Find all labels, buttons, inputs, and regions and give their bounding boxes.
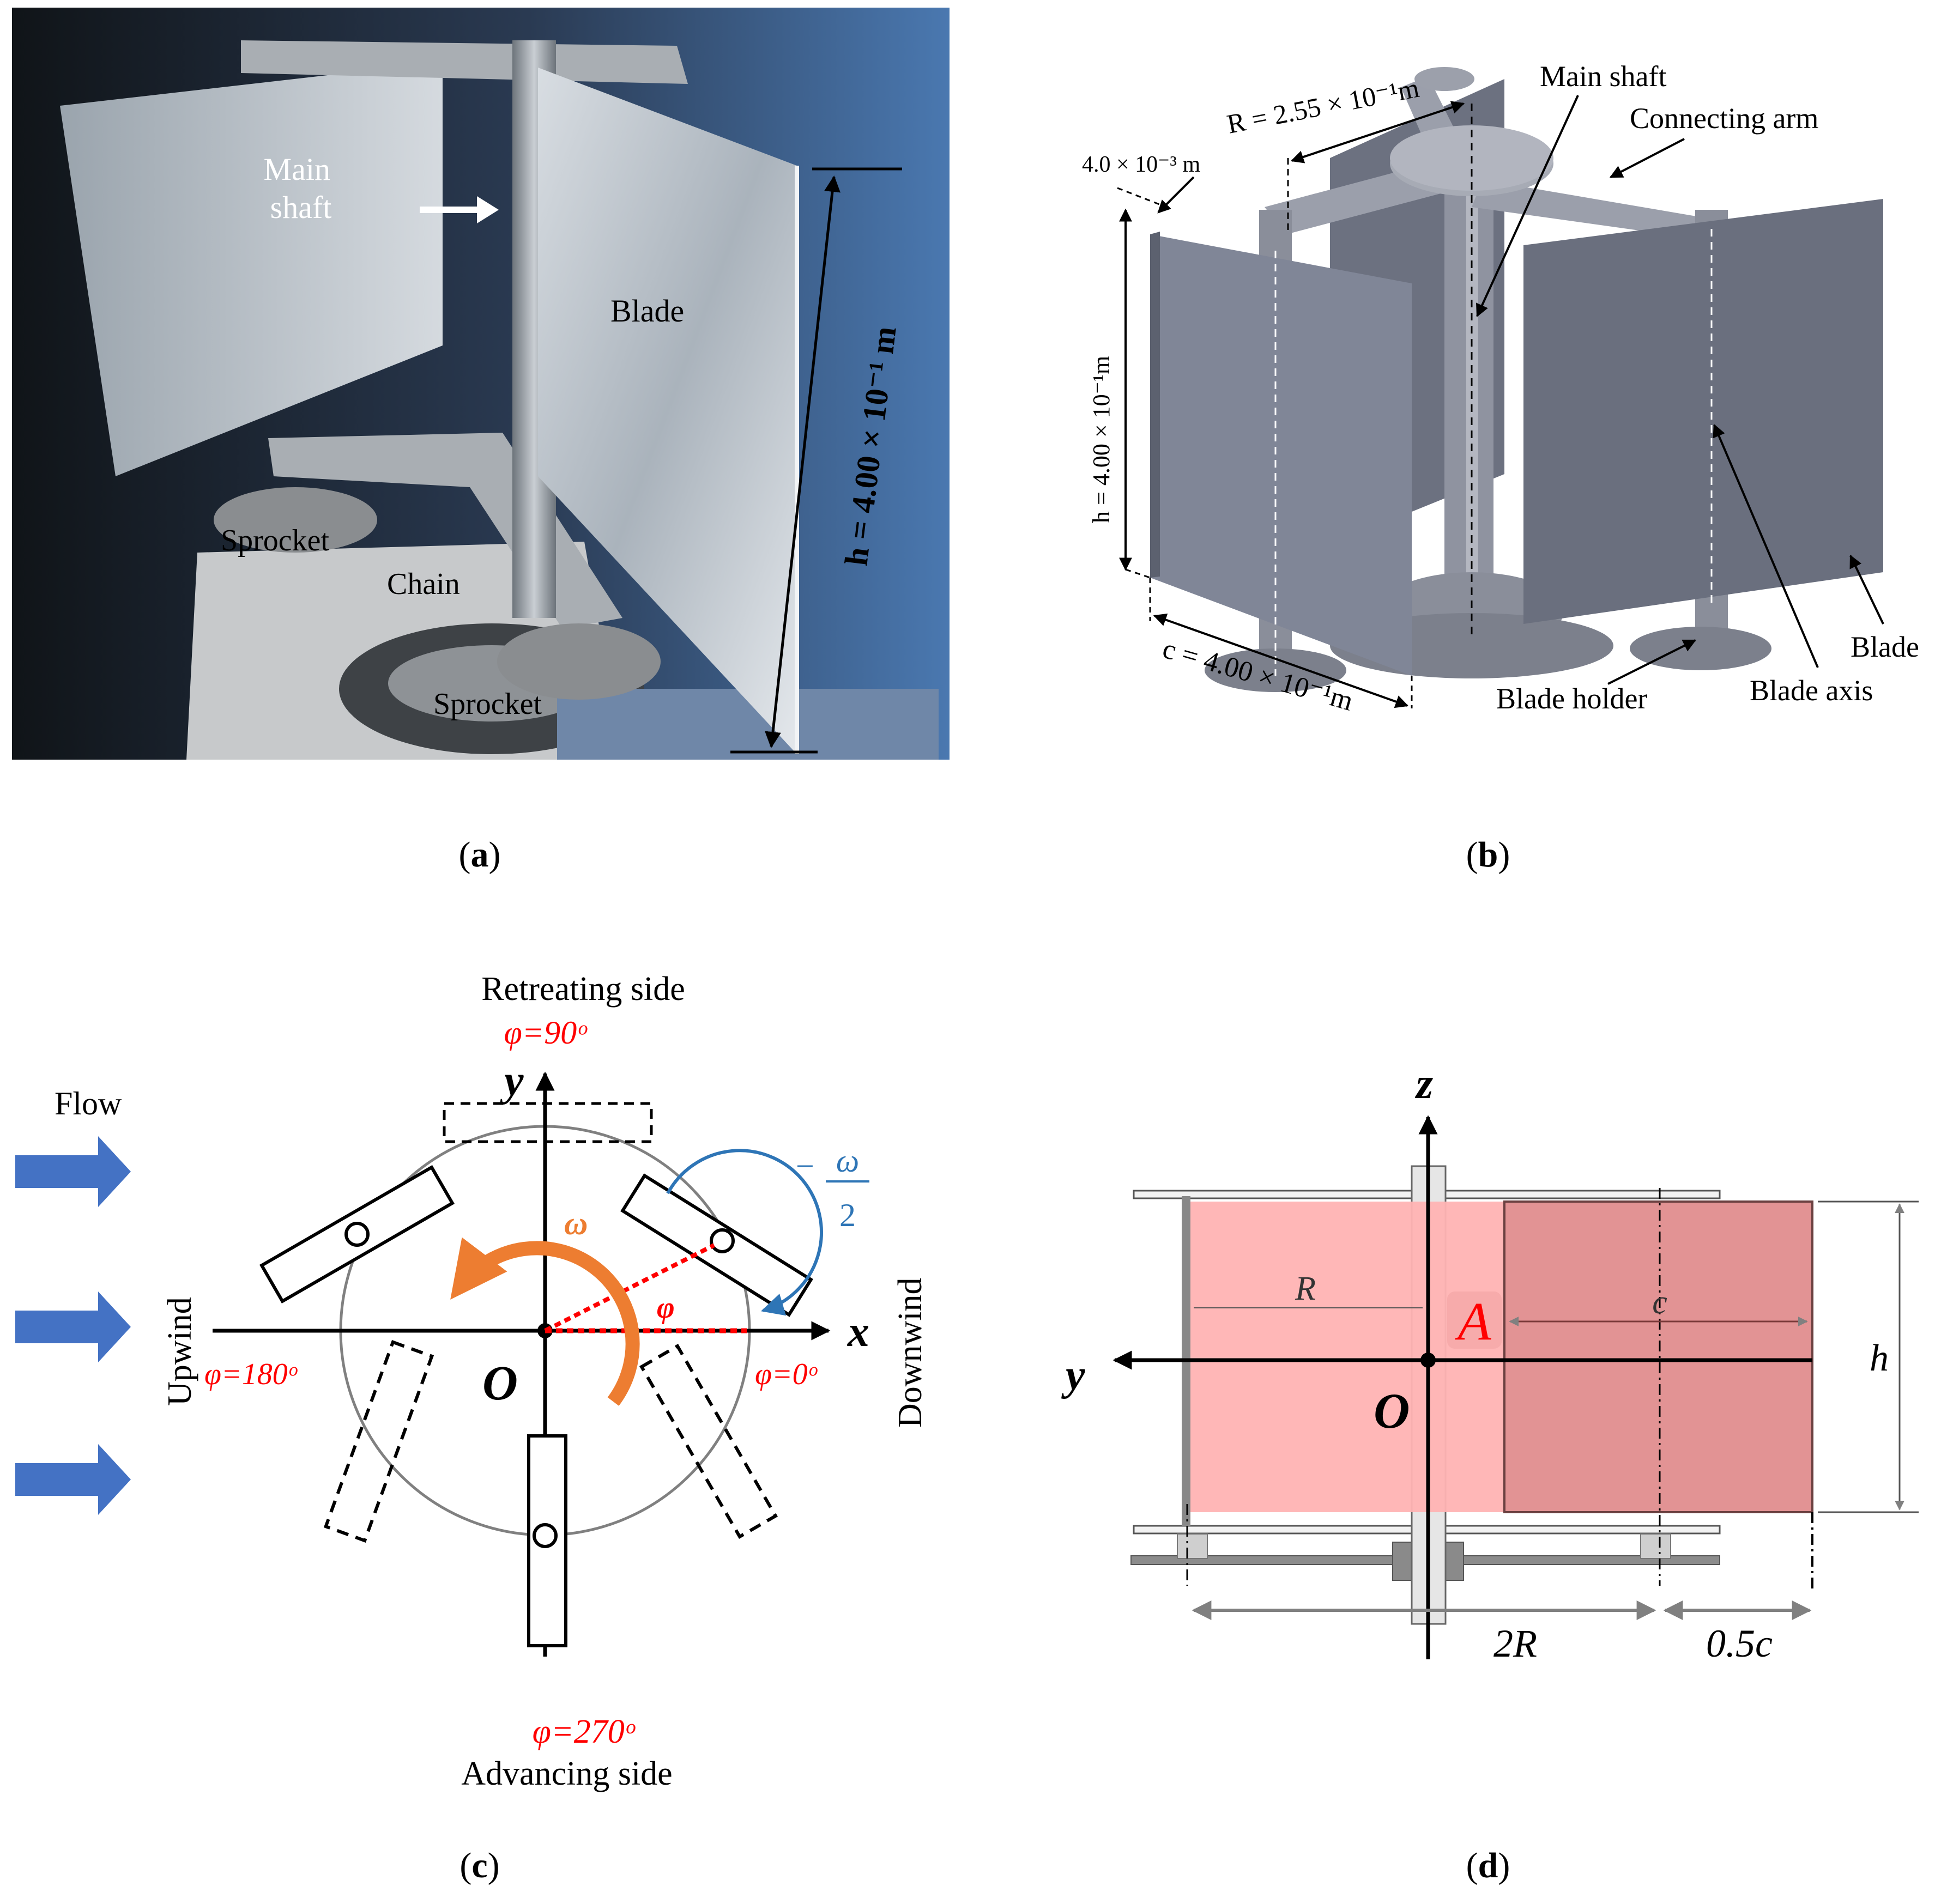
minus-sign: − <box>796 1148 814 1184</box>
main-shaft-pointer-head <box>477 196 499 223</box>
phi-radius <box>544 1243 715 1333</box>
caption-b: (b) <box>1466 835 1510 875</box>
omega-label: ω <box>564 1205 588 1241</box>
half-omega-denominator: 2 <box>839 1197 856 1233</box>
upwind-label: Upwind <box>161 1297 198 1406</box>
photo-blade-label: Blade <box>610 293 684 329</box>
cad-rendering <box>1150 67 1883 692</box>
phi-0-label: φ=0ᵒ <box>755 1357 818 1391</box>
flow-arrow-2 <box>15 1291 131 1362</box>
c-x-axis-label: x <box>847 1308 869 1356</box>
connecting-arm-callout-arrow <box>1609 138 1685 178</box>
phi-270-label: φ=270ᵒ <box>533 1713 636 1750</box>
retreating-side-label: Retreating side <box>481 971 685 1008</box>
sprocket-bottom-label: Sprocket <box>433 687 542 721</box>
omega-arrow <box>450 1237 640 1406</box>
blade-phi210 <box>323 1340 434 1543</box>
left-holder-base <box>1177 1533 1208 1559</box>
blade-phi90 <box>443 1102 653 1143</box>
caption-d: (d) <box>1466 1846 1510 1885</box>
d-height-label: h <box>1870 1337 1889 1379</box>
radius-label: R = 2.55 × 10⁻¹m <box>1224 72 1422 140</box>
blade-callout: Blade <box>1851 630 1919 663</box>
panel-a-annotations: Main shaft Blade Sprocket Chain Sprocket… <box>221 151 903 754</box>
d-origin-dot <box>1420 1353 1436 1368</box>
blade-phi150-axis <box>344 1222 370 1247</box>
d-radius-label: R <box>1295 1270 1316 1307</box>
flow-label: Flow <box>55 1086 122 1121</box>
thickness-guide <box>1117 187 1167 208</box>
half-chord-label: 0.5c <box>1706 1622 1773 1665</box>
main-shaft-callout: Main shaft <box>1540 60 1666 93</box>
cad-height-label: h = 4.00 × 10⁻¹m <box>1088 356 1115 523</box>
radius-arrow <box>1290 101 1465 163</box>
projected-area-downwind <box>1503 1200 1813 1513</box>
main-shaft-label: Main shaft <box>264 151 338 225</box>
phi-180-label: φ=180ᵒ <box>204 1357 298 1391</box>
right-holder-base <box>1640 1533 1671 1559</box>
projected-area-upwind <box>1190 1202 1504 1512</box>
d-chord-label: c <box>1652 1284 1667 1321</box>
phi-90-label: φ=90ᵒ <box>504 1015 588 1051</box>
main-shaft-line1: Main <box>264 151 330 187</box>
d-origin-label: O <box>1374 1383 1410 1439</box>
thickness-arrow <box>1157 176 1195 214</box>
chain-label: Chain <box>387 567 460 601</box>
d-y-axis-label: y <box>1061 1351 1085 1399</box>
photo-height-label: h = 4.00 × 10⁻¹ m <box>838 324 903 567</box>
blade-phi270-axis <box>533 1523 558 1548</box>
blade-axis-callout: Blade axis <box>1750 674 1873 707</box>
thickness-label: 4.0 × 10⁻³ m <box>1082 152 1200 177</box>
cad-height-guide <box>1125 568 1151 579</box>
caption-c: (c) <box>459 1846 499 1885</box>
main-shaft-callout-arrow <box>1476 95 1579 318</box>
z-axis-label: z <box>1414 1060 1433 1108</box>
sprocket-top-label: Sprocket <box>221 524 330 557</box>
half-omega-arrow <box>666 1149 823 1316</box>
c-y-axis-label: y <box>499 1057 524 1105</box>
area-label-box <box>1447 1291 1502 1349</box>
blade-holder-callout: Blade holder <box>1496 682 1647 715</box>
main-shaft-line2: shaft <box>270 190 332 225</box>
flow-arrow-3 <box>15 1444 131 1515</box>
panel-d-schematic: z y O R c A h 2R 0.5c <box>1061 1060 1919 1665</box>
advancing-side-label: Advancing side <box>461 1755 672 1792</box>
phi-label: φ <box>657 1291 675 1325</box>
blade-callout-arrow <box>1849 554 1884 624</box>
blade-phi30-axis <box>710 1228 735 1253</box>
connecting-arm-callout: Connecting arm <box>1630 102 1818 135</box>
chord-arrow <box>1153 613 1409 708</box>
area-label: A <box>1454 1291 1491 1351</box>
panel-c-schematic: Retreating side φ=90ᵒ φ=270ᵒ Advancing s… <box>15 971 929 1792</box>
caption-a: (a) <box>459 835 501 875</box>
c-origin-label: O <box>482 1356 518 1410</box>
blade-holder-callout-arrow <box>1607 639 1697 685</box>
blade-phi330 <box>639 1344 778 1539</box>
half-omega-numerator: ω <box>836 1143 859 1179</box>
photo-height-arrow <box>765 175 840 748</box>
flow-arrow-1 <box>15 1136 131 1207</box>
two-radius-label: 2R <box>1493 1622 1537 1665</box>
downwind-label: Downwind <box>892 1277 929 1428</box>
blade-axis-callout-arrow <box>1713 423 1819 668</box>
